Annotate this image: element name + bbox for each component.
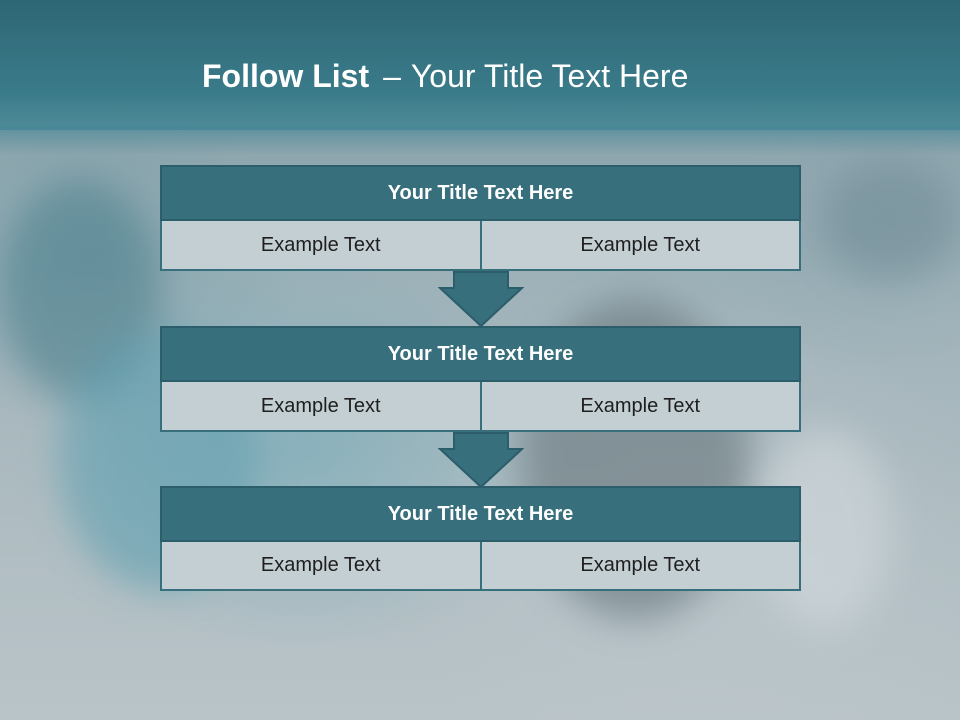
slide-title-bold: Follow List: [202, 58, 370, 94]
step-cell-right: Example Text: [481, 382, 801, 432]
step-title: Your Title Text Here: [160, 486, 801, 542]
slide-title-rest: Your Title Text Here: [410, 58, 689, 94]
step-title: Your Title Text Here: [160, 165, 801, 221]
header-fade: [0, 125, 960, 155]
step-cell-left: Example Text: [160, 542, 482, 591]
down-arrow-icon: [438, 271, 524, 328]
step-cell-left: Example Text: [160, 221, 482, 271]
step-cell-right: Example Text: [481, 221, 801, 271]
step-cell-right: Example Text: [481, 542, 801, 591]
slide-title-separator: –: [383, 58, 401, 94]
slide-title: Follow List–Your Title Text Here: [202, 56, 688, 100]
step-block-1: Your Title Text Here Example Text Exampl…: [160, 165, 801, 271]
step-row: Example Text Example Text: [160, 221, 801, 271]
step-cell-left: Example Text: [160, 382, 482, 432]
step-title: Your Title Text Here: [160, 326, 801, 382]
step-row: Example Text Example Text: [160, 542, 801, 591]
down-arrow-icon: [438, 432, 524, 489]
step-row: Example Text Example Text: [160, 382, 801, 432]
step-block-3: Your Title Text Here Example Text Exampl…: [160, 486, 801, 591]
step-block-2: Your Title Text Here Example Text Exampl…: [160, 326, 801, 432]
header-banner: [0, 0, 960, 130]
background-blur-right: [820, 160, 960, 280]
